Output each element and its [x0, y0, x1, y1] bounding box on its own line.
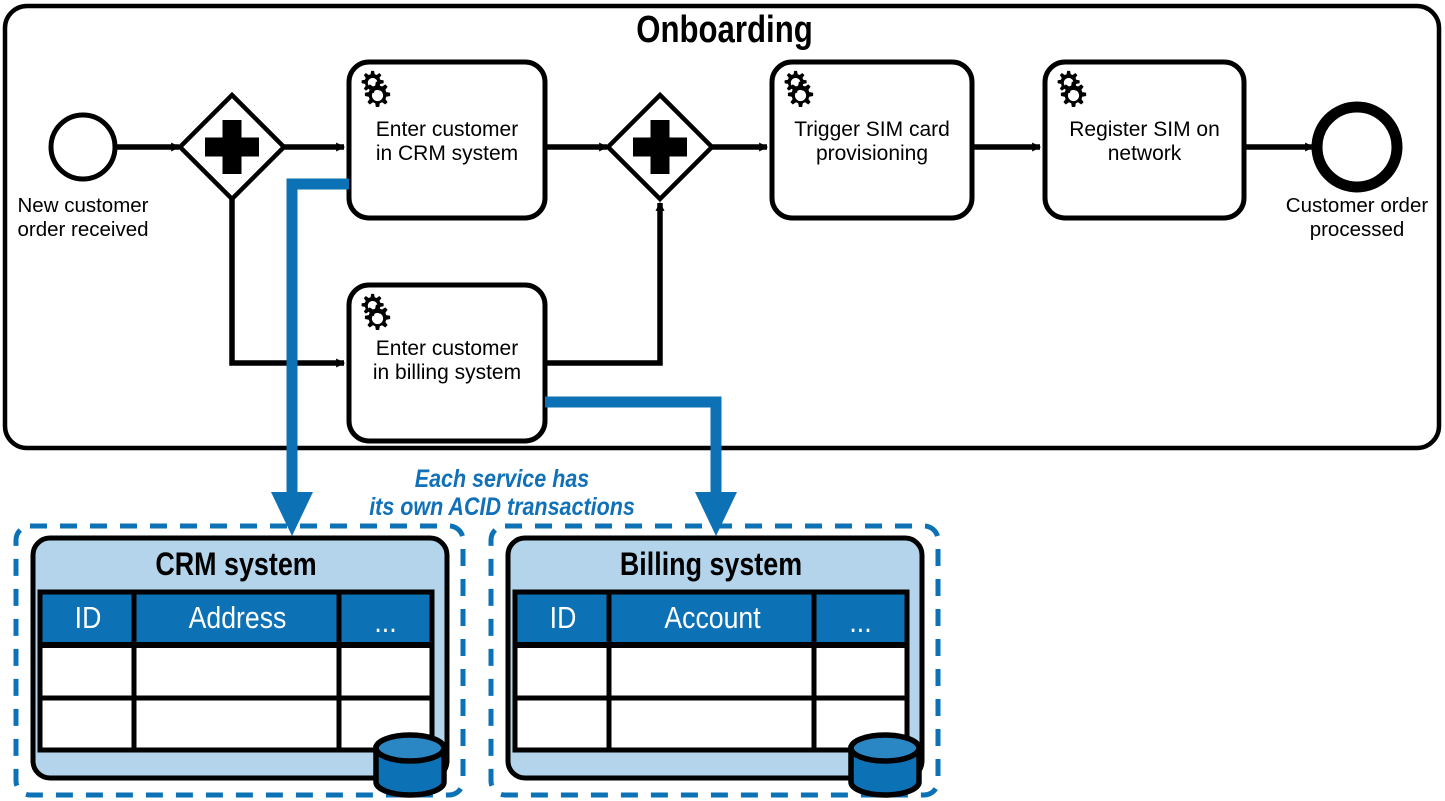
datastore-crm-system	[13, 523, 466, 798]
flow-split-to-billing	[229, 199, 346, 368]
gears-icon	[361, 293, 391, 331]
database-cylinder-icon	[848, 732, 922, 798]
data-association-billing	[545, 396, 737, 536]
task-sim-provision	[769, 59, 975, 221]
datastore-billing-system	[488, 523, 941, 798]
sequence-flows	[116, 142, 1315, 368]
flow-billing-to-join	[546, 201, 665, 366]
plus-icon	[633, 120, 687, 174]
database-cylinder-icon	[373, 732, 447, 798]
gears-icon	[784, 70, 814, 108]
plus-icon	[205, 120, 259, 174]
gateway-split-parallel	[176, 91, 288, 203]
gears-icon	[361, 70, 391, 108]
end-event	[1311, 101, 1403, 193]
task-crm	[346, 59, 548, 221]
start-event	[48, 112, 118, 182]
task-sim-register	[1042, 59, 1247, 221]
gears-icon	[1057, 70, 1087, 108]
task-billing	[346, 282, 548, 444]
gateway-join-parallel	[604, 91, 716, 203]
data-association-crm	[271, 178, 349, 536]
